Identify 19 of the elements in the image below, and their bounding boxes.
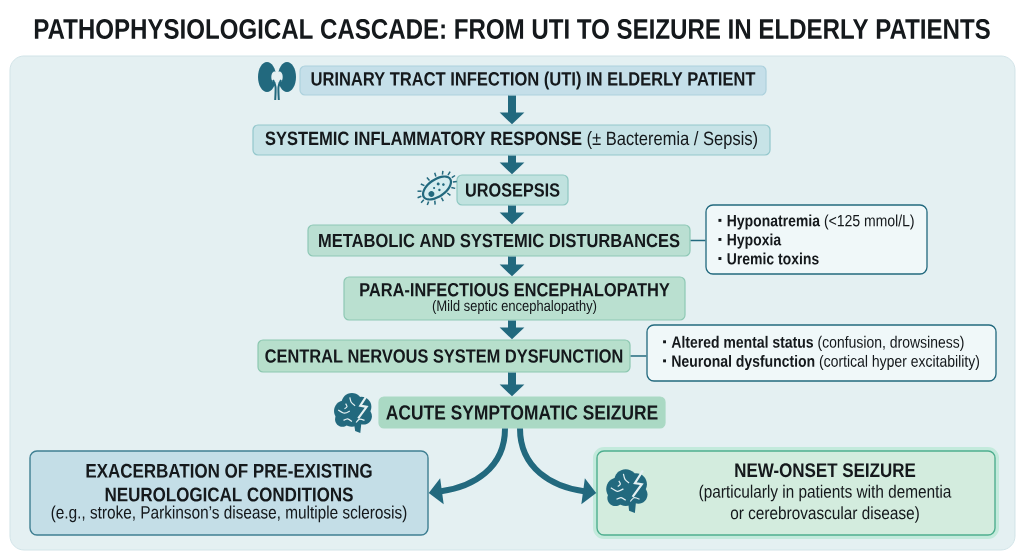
list-item: Hyponatremia (<125 mmol/L) <box>727 214 914 230</box>
list-item: Hypoxia <box>727 233 782 249</box>
process-box: PARA-INFECTIOUS ENCEPHALOPATHY (Mild septic encephalopathy) <box>343 276 686 321</box>
list-item: Altered mental status (confusion, drowsiness) <box>671 335 964 352</box>
process-box: CENTRAL NERVOUS SYSTEM DYSFUNCTION <box>257 339 631 373</box>
connector-line <box>629 355 648 357</box>
process-box: UROSEPSIS <box>456 174 569 206</box>
outcome-box: NEW-ONSET SEIZURE (particularly in patients with dementia or cerebrovascular disease) <box>593 447 999 539</box>
note-box <box>646 324 997 382</box>
outcome-box: EXACERBATION OF PRE-EXISTING NEUROLOGICAL CONDITIONS (e.g., stroke, Parkinson’s disease, multiple sclerosis) <box>29 450 429 536</box>
process-box: ACUTE SYMPTOMATIC SEIZURE <box>378 396 666 429</box>
list-item: Uremic toxins <box>727 252 819 265</box>
note-box <box>705 204 928 275</box>
title: PATHOPHYSIOLOGICAL CASCADE: FROM UTI TO SEIZURE IN ELDERLY PATIENTS <box>34 19 990 39</box>
process-box: METABOLIC AND SYSTEMIC DISTURBANCES <box>307 224 691 257</box>
list-item: Neuronal dysfunction (cortical hyper excitability) <box>672 354 979 371</box>
process-box: URINARY TRACT INFECTION (UTI) IN ELDERLY PATIENT <box>299 65 767 96</box>
process-box: SYSTEMIC INFLAMMATORY RESPONSE (± Bacteremia / Sepsis) <box>252 124 771 156</box>
connector-line <box>689 239 707 242</box>
